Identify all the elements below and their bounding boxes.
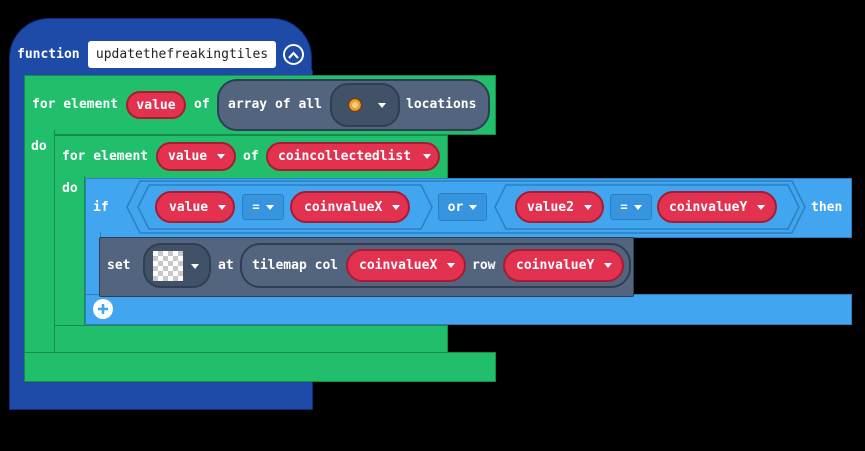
if-block-footer: [85, 294, 852, 325]
array-of-all-label: array of all: [228, 97, 322, 112]
chevron-down-icon: [447, 263, 456, 268]
chevron-down-icon: [218, 204, 227, 210]
chevron-down-icon: [423, 154, 432, 159]
inner-loop-variable[interactable]: value: [156, 142, 236, 171]
then-label: then: [811, 200, 843, 215]
coincollectedlist-variable[interactable]: coincollectedlist: [266, 142, 440, 171]
outer-of-label: of: [194, 97, 210, 112]
outer-loop-variable-label: value: [136, 97, 176, 113]
set-label: set: [107, 258, 131, 273]
inner-for-loop-footer: [54, 325, 448, 353]
chevron-down-icon: [604, 263, 613, 268]
chevron-up-icon: [288, 50, 299, 59]
chevron-down-icon: [757, 204, 766, 210]
inner-loop-variable-label: value: [168, 149, 208, 164]
left-operator-label: =: [252, 200, 260, 214]
add-else-button[interactable]: [93, 299, 113, 319]
row-coinvaluey-variable[interactable]: coinvalueY: [503, 249, 624, 282]
outer-do-label: do: [31, 139, 47, 154]
tile-selector-dropdown[interactable]: [330, 83, 400, 127]
chevron-down-icon: [265, 204, 274, 210]
outer-for-loop-arm: [24, 130, 55, 360]
right-value2-variable[interactable]: value2: [515, 191, 604, 223]
right-coinvaluey-variable[interactable]: coinvalueY: [657, 191, 777, 223]
outer-for-loop-footer: [24, 352, 496, 382]
chevron-down-icon: [378, 103, 386, 108]
left-operator-dropdown[interactable]: =: [242, 194, 284, 220]
right-operator-dropdown[interactable]: =: [610, 194, 652, 220]
left-coinvaluex-label: coinvalueX: [304, 199, 383, 215]
if-label: if: [93, 200, 109, 215]
right-value2-label: value2: [527, 199, 574, 215]
or-operator-label: or: [447, 199, 464, 215]
chevron-down-icon: [217, 154, 226, 159]
row-label: row: [472, 258, 496, 273]
function-keyword: function: [17, 47, 80, 62]
coincollectedlist-label: coincollectedlist: [278, 149, 412, 164]
inner-for-element-label: for element: [62, 149, 149, 164]
coin-tile-icon: [347, 97, 363, 113]
right-operator-label: =: [620, 200, 628, 214]
chevron-down-icon: [191, 264, 199, 269]
tilemap-col-label: tilemap col: [252, 258, 339, 273]
outer-loop-variable[interactable]: value: [126, 91, 186, 119]
inner-do-label: do: [62, 181, 78, 196]
collapse-button[interactable]: [283, 44, 304, 65]
chevron-down-icon: [469, 204, 478, 210]
left-coinvaluex-variable[interactable]: coinvalueX: [290, 191, 410, 223]
transparent-tile-icon: [153, 251, 183, 281]
inner-of-label: of: [243, 149, 259, 164]
function-name-text: updatethefreakingtiles: [95, 47, 269, 62]
chevron-down-icon: [633, 204, 642, 210]
col-coinvaluex-label: coinvalueX: [359, 258, 438, 273]
left-value-label: value: [169, 199, 209, 215]
plus-icon: [98, 304, 108, 314]
locations-label: locations: [406, 97, 477, 112]
left-value-variable[interactable]: value: [155, 191, 235, 223]
at-label: at: [218, 258, 234, 273]
chevron-down-icon: [392, 204, 401, 210]
inner-for-loop-arm: [54, 176, 85, 336]
col-coinvaluex-variable[interactable]: coinvalueX: [346, 249, 466, 282]
function-name-field[interactable]: updatethefreakingtiles: [88, 41, 276, 68]
chevron-down-icon: [583, 204, 592, 210]
outer-for-element-label: for element: [32, 97, 119, 112]
or-operator-dropdown[interactable]: or: [438, 193, 487, 221]
row-coinvaluey-label: coinvalueY: [516, 258, 595, 273]
right-coinvaluey-label: coinvalueY: [669, 199, 748, 215]
